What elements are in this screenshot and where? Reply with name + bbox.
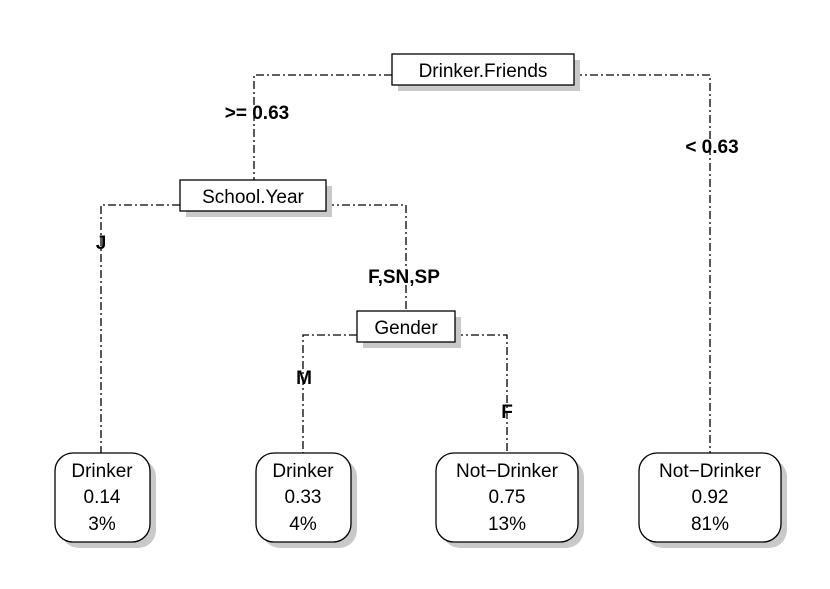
edge-gender-left	[302, 334, 357, 459]
leaf-3-class: Not−Drinker	[456, 461, 559, 482]
edge-root-left	[253, 74, 392, 180]
edge-label-schoolyear-right: F,SN,SP	[368, 267, 440, 288]
edge-label-gender-left: M	[296, 368, 312, 389]
edge-label-gender-right: F	[501, 402, 513, 423]
leaf-node-1: Drinker 0.14 3%	[54, 452, 156, 548]
edge-label-root-left: >= 0.63	[225, 103, 289, 124]
leaf-node-3: Not−Drinker 0.75 13%	[435, 452, 584, 548]
split-node-school-year-label: School.Year	[202, 187, 304, 208]
leaf-2-pct: 4%	[289, 514, 317, 535]
split-node-root: Drinker.Friends	[391, 53, 580, 91]
leaf-1-pct: 3%	[88, 514, 116, 535]
split-node-gender-label: Gender	[374, 318, 438, 339]
leaf-node-2: Drinker 0.33 4%	[255, 452, 357, 548]
leaf-1-class: Drinker	[71, 461, 133, 482]
leaf-3-prob: 0.75	[489, 487, 526, 508]
leaf-1-prob: 0.14	[84, 487, 121, 508]
leaf-node-4: Not−Drinker 0.92 81%	[638, 452, 787, 548]
edge-schoolyear-right	[326, 204, 407, 311]
leaf-4-prob: 0.92	[692, 487, 729, 508]
leaf-4-pct: 81%	[691, 514, 729, 535]
split-node-root-label: Drinker.Friends	[419, 61, 548, 82]
leaf-3-pct: 13%	[488, 514, 526, 535]
leaf-2-class: Drinker	[272, 461, 334, 482]
edge-gender-right	[455, 334, 508, 459]
edge-schoolyear-left	[100, 204, 180, 459]
leaf-4-class: Not−Drinker	[659, 461, 762, 482]
leaf-2-prob: 0.33	[285, 487, 322, 508]
edge-root-right	[574, 74, 711, 459]
edge-label-root-right: < 0.63	[685, 137, 738, 158]
edge-label-schoolyear-left: J	[96, 233, 107, 254]
tree-edges	[100, 74, 711, 459]
edge-labels: >= 0.63 < 0.63 J F,SN,SP M F	[96, 103, 739, 423]
split-node-gender: Gender	[356, 310, 461, 348]
split-node-school-year: School.Year	[179, 179, 332, 217]
